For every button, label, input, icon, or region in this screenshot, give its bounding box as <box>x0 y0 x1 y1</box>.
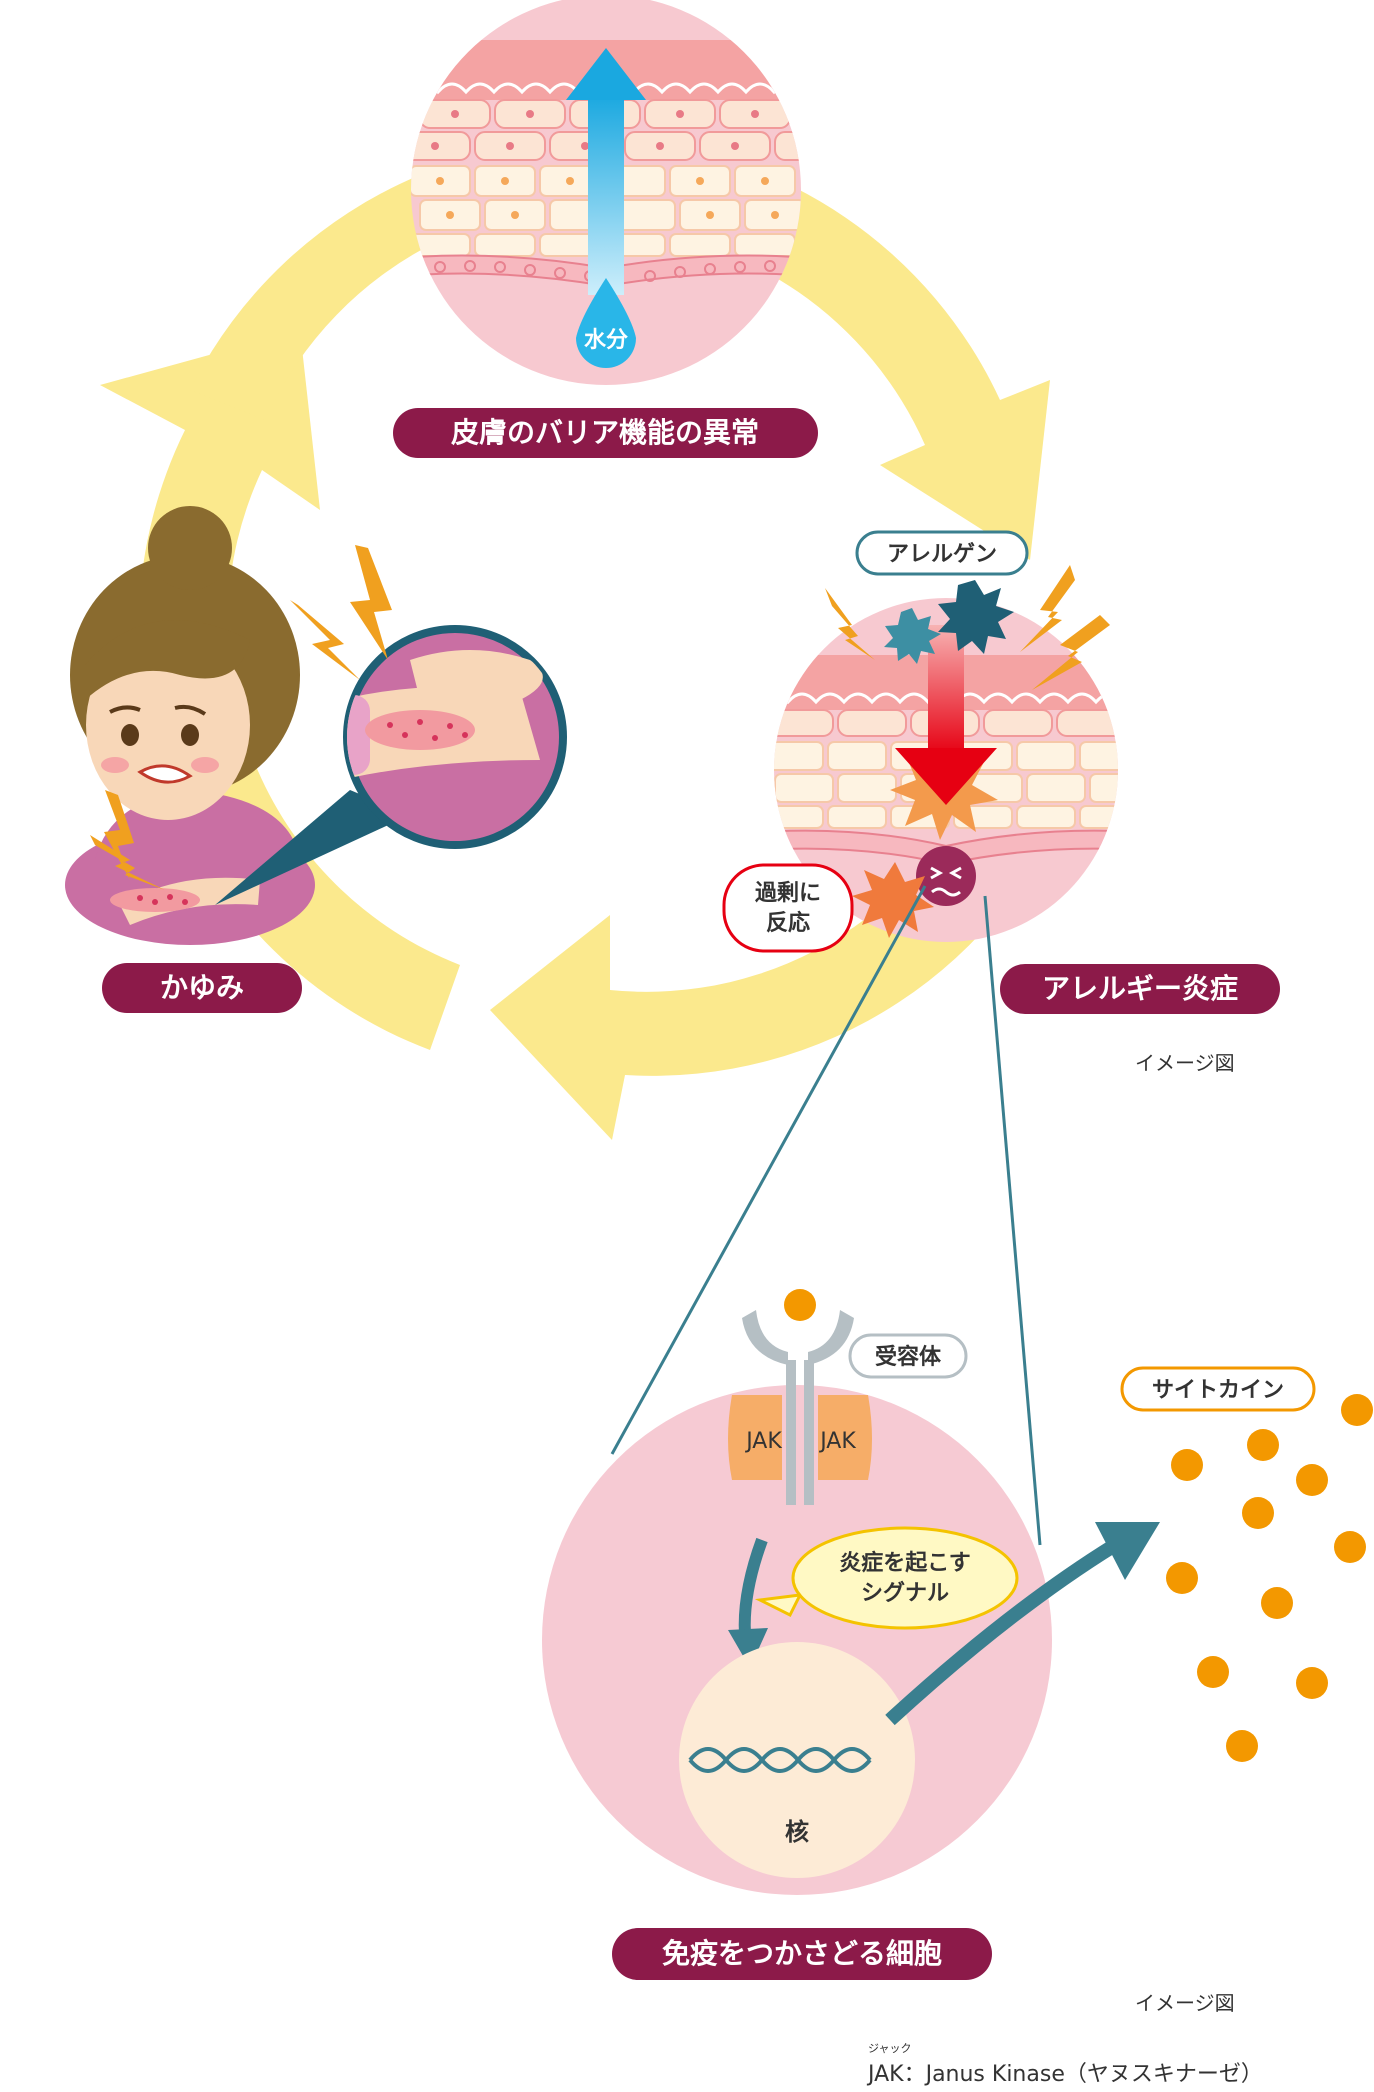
receptor-stem-right <box>804 1360 814 1505</box>
cytokine-dot <box>1247 1429 1279 1461</box>
itch-label-text: かゆみ <box>160 971 244 1004</box>
overreaction-line2: 反応 <box>766 910 810 936</box>
image-note-bottom: イメージ図 <box>1135 1991 1235 2015</box>
image-note-top: イメージ図 <box>1135 1051 1235 1075</box>
itching-woman-illustration <box>65 506 315 945</box>
overreaction-line1: 過剰に <box>755 880 821 906</box>
lightning-icon <box>90 835 165 890</box>
eye <box>181 724 199 746</box>
inflammation-label: アレルギー炎症 <box>1000 964 1280 1014</box>
eye <box>121 724 139 746</box>
zoom-line-right <box>983 895 1042 1546</box>
signal-line2: シグナル <box>861 1580 949 1606</box>
jak-left-shape <box>728 1395 782 1480</box>
inflammation-label-text: アレルギー炎症 <box>1042 972 1238 1005</box>
burst-icon <box>852 862 934 938</box>
jak-ruby: ジャック <box>868 2042 911 2055</box>
immune-cell-label: 免疫をつかさどる細胞 <box>612 1928 992 1980</box>
lightning-icon <box>104 790 134 880</box>
cytokine-label: サイトカイン <box>1120 1366 1316 1412</box>
receptor-label: 受容体 <box>848 1333 968 1379</box>
cytokine-bound <box>784 1289 816 1321</box>
cycle-arrow-top <box>190 175 440 420</box>
wavy-mouth-icon <box>931 887 961 897</box>
cycle-arrow-bottom <box>490 750 1075 1140</box>
skin-barrier-circle: 水分 <box>411 0 801 385</box>
receptor-arm-right <box>808 1310 854 1365</box>
cytokine-label-text: サイトカイン <box>1152 1378 1284 1403</box>
water-arrow-head <box>566 48 646 100</box>
cytokine-dot <box>1197 1656 1229 1688</box>
lightning-icon <box>1020 565 1075 652</box>
cytokine-dot <box>1296 1464 1328 1496</box>
allergen-label: アレルゲン <box>855 530 1029 576</box>
lightning-icon <box>825 588 875 660</box>
lightning-icon <box>1032 615 1110 690</box>
overreaction-bubble: 過剰に 反応 <box>722 863 854 953</box>
receptor-stem-left <box>786 1360 796 1505</box>
cytokine-dots <box>1166 1394 1373 1762</box>
allergen-label-text: アレルゲン <box>887 542 997 567</box>
cytokine-dot <box>1171 1449 1203 1481</box>
barrier-label-text: 皮膚のバリア機能の異常 <box>451 416 759 449</box>
cytokine-dot <box>1334 1531 1366 1563</box>
barrier-label: 皮膚のバリア機能の異常 <box>393 408 818 458</box>
receptor-label-text: 受容体 <box>875 1344 942 1370</box>
jak-left-label: JAK <box>744 1429 782 1454</box>
allergen-icon <box>938 580 1014 654</box>
mouth <box>137 764 193 784</box>
water-label: 水分 <box>584 328 628 353</box>
water-drop-icon <box>576 278 636 368</box>
immune-cell-face <box>916 846 976 906</box>
hair-bun <box>148 506 232 590</box>
cytokine-dot <box>1261 1587 1293 1619</box>
immune-cell-label-text: 免疫をつかさどる細胞 <box>662 1937 942 1970</box>
signal-bubble: 炎症を起こす シグナル <box>754 1526 1019 1630</box>
lightning-icon <box>290 600 360 680</box>
nucleus-label: 核 <box>785 1818 809 1846</box>
cytokine-dot <box>1166 1562 1198 1594</box>
cytokine-release-arrow-head <box>1095 1522 1160 1580</box>
strained-eyes-icon <box>930 866 962 880</box>
dna-strand <box>688 1747 872 1773</box>
jak-right-shape <box>818 1395 872 1480</box>
zoom-line-left <box>610 885 927 1455</box>
allergy-circle <box>774 565 1118 942</box>
cytokine-release-arrow <box>885 1539 1119 1726</box>
cytokine-dot <box>1296 1667 1328 1699</box>
allergy-arrow-head <box>895 748 997 805</box>
jak-footnote: JAK：Janus Kinase（ヤヌスキナーゼ） <box>866 2062 1263 2087</box>
water-arrow-shaft <box>588 95 624 295</box>
cytokine-dot <box>1242 1497 1274 1529</box>
itchy-arm-zoom <box>215 545 567 905</box>
cytokine-dot <box>1226 1730 1258 1762</box>
receptor-arm-left <box>742 1310 788 1365</box>
allergen-icon-small <box>884 608 941 664</box>
itch-label: かゆみ <box>102 963 302 1013</box>
cytokine-dot <box>1341 1394 1373 1426</box>
jak-right-label: JAK <box>818 1429 856 1454</box>
signal-line1: 炎症を起こす <box>839 1550 971 1576</box>
dna-strand <box>688 1747 872 1773</box>
immune-cell: JAK JAK 核 <box>542 1289 1052 1895</box>
lightning-icon <box>350 545 392 660</box>
